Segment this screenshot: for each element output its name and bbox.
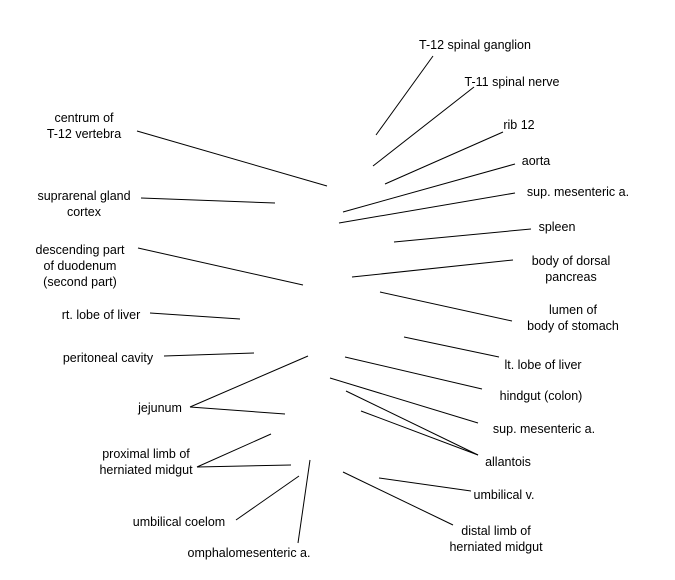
label-t11-spinal-nerve: T-11 spinal nerve	[465, 75, 560, 89]
label-line: herniated midgut	[449, 540, 543, 554]
leader-line-allantois-1	[345, 390, 479, 456]
leader-line-allantois-2	[360, 410, 479, 456]
leader-line-aorta	[342, 163, 516, 213]
label-rt-lobe-liver: rt. lobe of liver	[62, 308, 141, 322]
leader-line-lt-lobe-liver	[403, 336, 500, 358]
label-line: pancreas	[545, 270, 596, 284]
label-line: of duodenum	[44, 259, 117, 273]
leader-line-rib-12	[384, 131, 504, 185]
leader-line-proximal-limb-midgut-1	[196, 433, 272, 468]
leader-line-centrum-t12	[136, 130, 328, 187]
label-lumen-body-stomach: lumen of body of stomach	[527, 303, 619, 333]
leader-line-proximal-limb-midgut-2	[196, 464, 292, 468]
label-allantois: allantois	[485, 455, 531, 469]
leader-line-jejunum-1	[189, 355, 309, 408]
label-line: T-12 spinal ganglion	[419, 38, 531, 52]
leader-lines	[136, 55, 532, 544]
label-rib-12: rib 12	[503, 118, 534, 132]
label-umbilical-v: umbilical v.	[474, 488, 535, 502]
label-line: allantois	[485, 455, 531, 469]
label-line: omphalomesenteric a.	[188, 546, 311, 560]
label-aorta: aorta	[522, 154, 551, 168]
leader-line-sup-mesenteric-a-upper	[338, 192, 516, 224]
label-line: centrum of	[54, 111, 114, 125]
leader-line-distal-limb-midgut	[342, 471, 454, 526]
label-line: spleen	[539, 220, 576, 234]
leader-line-body-dorsal-pancreas	[351, 259, 514, 278]
leader-line-jejunum-2	[189, 406, 286, 415]
leader-line-umbilical-v	[378, 477, 472, 492]
label-body-dorsal-pancreas: body of dorsal pancreas	[532, 254, 611, 284]
label-hindgut-colon: hindgut (colon)	[500, 389, 583, 403]
label-line: cortex	[67, 205, 102, 219]
label-line: body of stomach	[527, 319, 619, 333]
label-line: sup. mesenteric a.	[527, 185, 629, 199]
label-line: jejunum	[137, 401, 182, 415]
label-line: lumen of	[549, 303, 597, 317]
label-jejunum: jejunum	[137, 401, 182, 415]
leader-line-rt-lobe-liver	[149, 312, 241, 320]
label-line: aorta	[522, 154, 551, 168]
leader-line-t11-spinal-nerve	[372, 86, 475, 167]
label-line: T-12 vertebra	[47, 127, 121, 141]
label-suprarenal-gland-cortex: suprarenal gland cortex	[37, 189, 130, 219]
leader-line-spleen	[393, 228, 532, 243]
label-omphalomesenteric-a: omphalomesenteric a.	[188, 546, 311, 560]
leader-line-descending-duodenum	[137, 247, 304, 286]
label-centrum-t12: centrum of T-12 vertebra	[47, 111, 121, 141]
label-line: peritoneal cavity	[63, 351, 154, 365]
leader-line-t12-spinal-ganglion	[375, 55, 434, 136]
label-sup-mesenteric-a-lower: sup. mesenteric a.	[493, 422, 595, 436]
leader-line-suprarenal-gland-cortex	[140, 197, 276, 204]
leader-line-hindgut-colon	[344, 356, 483, 390]
label-spleen: spleen	[539, 220, 576, 234]
label-sup-mesenteric-a-upper: sup. mesenteric a.	[527, 185, 629, 199]
label-line: umbilical coelom	[133, 515, 225, 529]
label-line: body of dorsal	[532, 254, 611, 268]
label-line: herniated midgut	[99, 463, 193, 477]
label-line: suprarenal gland	[37, 189, 130, 203]
label-line: sup. mesenteric a.	[493, 422, 595, 436]
label-line: descending part	[36, 243, 125, 257]
label-line: rt. lobe of liver	[62, 308, 141, 322]
label-distal-limb-midgut: distal limb of herniated midgut	[449, 524, 543, 554]
label-lt-lobe-liver: lt. lobe of liver	[504, 358, 581, 372]
leader-line-umbilical-coelom	[235, 475, 300, 521]
label-line: rib 12	[503, 118, 534, 132]
label-line: hindgut (colon)	[500, 389, 583, 403]
label-peritoneal-cavity: peritoneal cavity	[63, 351, 154, 365]
leader-line-omphalomesenteric-a	[297, 459, 311, 544]
label-line: (second part)	[43, 275, 117, 289]
label-t12-spinal-ganglion: T-12 spinal ganglion	[419, 38, 531, 52]
label-line: distal limb of	[461, 524, 531, 538]
label-line: lt. lobe of liver	[504, 358, 581, 372]
label-line: T-11 spinal nerve	[465, 75, 560, 89]
label-line: umbilical v.	[474, 488, 535, 502]
label-proximal-limb-midgut: proximal limb of herniated midgut	[99, 447, 193, 477]
label-line: proximal limb of	[102, 447, 190, 461]
leader-line-lumen-body-stomach	[379, 291, 513, 322]
label-umbilical-coelom: umbilical coelom	[133, 515, 225, 529]
leader-line-peritoneal-cavity	[163, 352, 255, 357]
label-descending-duodenum: descending part of duodenum (second part)	[36, 243, 125, 289]
leader-line-sup-mesenteric-a-lower	[329, 377, 479, 424]
